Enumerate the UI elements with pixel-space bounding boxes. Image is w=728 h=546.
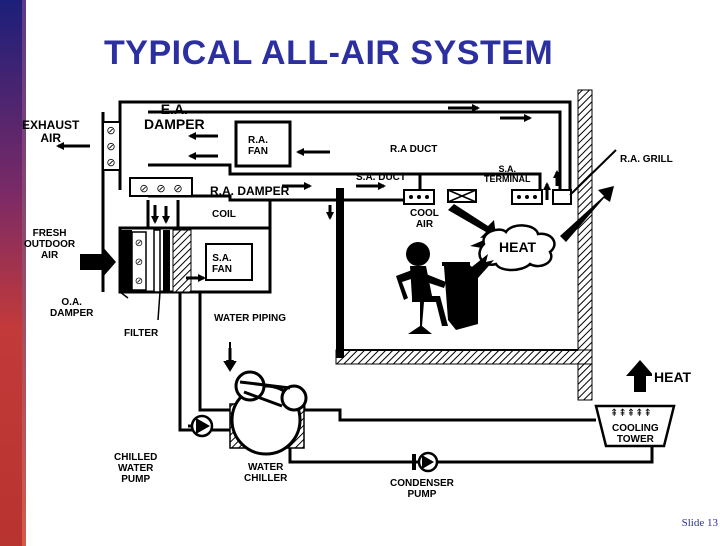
heat-room-label: HEAT — [499, 239, 537, 255]
condenser-pump-icon — [412, 451, 439, 473]
sa-fan-label: S.A.FAN — [212, 253, 232, 275]
filter-label: FILTER — [124, 328, 159, 339]
ra-damper-label: R.A. DAMPER — [210, 184, 290, 198]
heat-arrow-small-icon — [470, 240, 484, 248]
water-piping-label: WATER PIPING — [214, 313, 287, 324]
svg-text:⊘: ⊘ — [135, 257, 143, 268]
outdoor-air-damper: ⊘ ⊘ ⊘ — [120, 230, 147, 292]
heat-up-arrow-icon — [626, 360, 654, 392]
water-piping-arrow — [223, 342, 237, 372]
oa-damper-label: O.A.DAMPER — [50, 297, 94, 319]
svg-text:⇞⇞⇞⇞⇞: ⇞⇞⇞⇞⇞ — [610, 408, 652, 419]
building-wall — [335, 89, 593, 401]
heat-cloud-icon — [478, 224, 556, 272]
ra-grill-leader-line — [569, 149, 617, 196]
supply-air-terminal — [403, 189, 572, 205]
chilled-water-pump-icon — [188, 414, 214, 438]
svg-text:⊘: ⊘ — [106, 156, 115, 169]
svg-text:⊘: ⊘ — [135, 238, 143, 249]
heat-tower-label-bg — [652, 366, 696, 388]
airflow-arrows — [56, 104, 561, 368]
slide-sidebar-band — [0, 0, 22, 546]
coil-label: COIL — [212, 209, 236, 220]
filter-and-coil — [153, 229, 192, 293]
fresh-air-arrow-icon — [80, 246, 116, 278]
supply-air-fan — [205, 243, 253, 281]
return-air-damper: ⊘ ⊘ ⊘ — [129, 177, 193, 197]
slide-sidebar-edge — [22, 0, 26, 546]
cool-air-arrow-icon — [448, 204, 496, 238]
return-grill-arrow-icon — [560, 186, 614, 242]
exhaust-damper: ⊘ ⊘ ⊘ — [102, 121, 121, 171]
desk-monitor-icon — [442, 262, 478, 330]
svg-text:⊘: ⊘ — [173, 182, 182, 195]
svg-text:⊘: ⊘ — [139, 182, 148, 195]
water-chiller — [229, 370, 308, 456]
ra-duct-label: R.A DUCT — [390, 144, 438, 155]
sa-terminal-label: S.A.TERMINAL — [484, 164, 531, 184]
svg-text:⊘: ⊘ — [156, 182, 165, 195]
svg-text:⊘: ⊘ — [106, 140, 115, 153]
slide-title: TYPICAL ALL-AIR SYSTEM — [104, 34, 554, 72]
svg-text:⊘: ⊘ — [135, 276, 143, 287]
svg-text:⊘: ⊘ — [106, 124, 115, 137]
heat-tower-label: HEAT — [654, 369, 692, 385]
leader-lines — [119, 291, 161, 321]
office-worker-icon — [396, 242, 448, 334]
ra-fan-label: R.A.FAN — [248, 135, 268, 157]
sa-duct-label: S.A. DUCT — [356, 172, 406, 183]
slide-number: Slide 13 — [681, 517, 718, 529]
ea-damper-label: E.A.DAMPER — [144, 101, 205, 132]
cooling-tower: ⇞⇞⇞⇞⇞ — [594, 404, 676, 448]
ra-grill-label: R.A. GRILL — [620, 154, 673, 165]
